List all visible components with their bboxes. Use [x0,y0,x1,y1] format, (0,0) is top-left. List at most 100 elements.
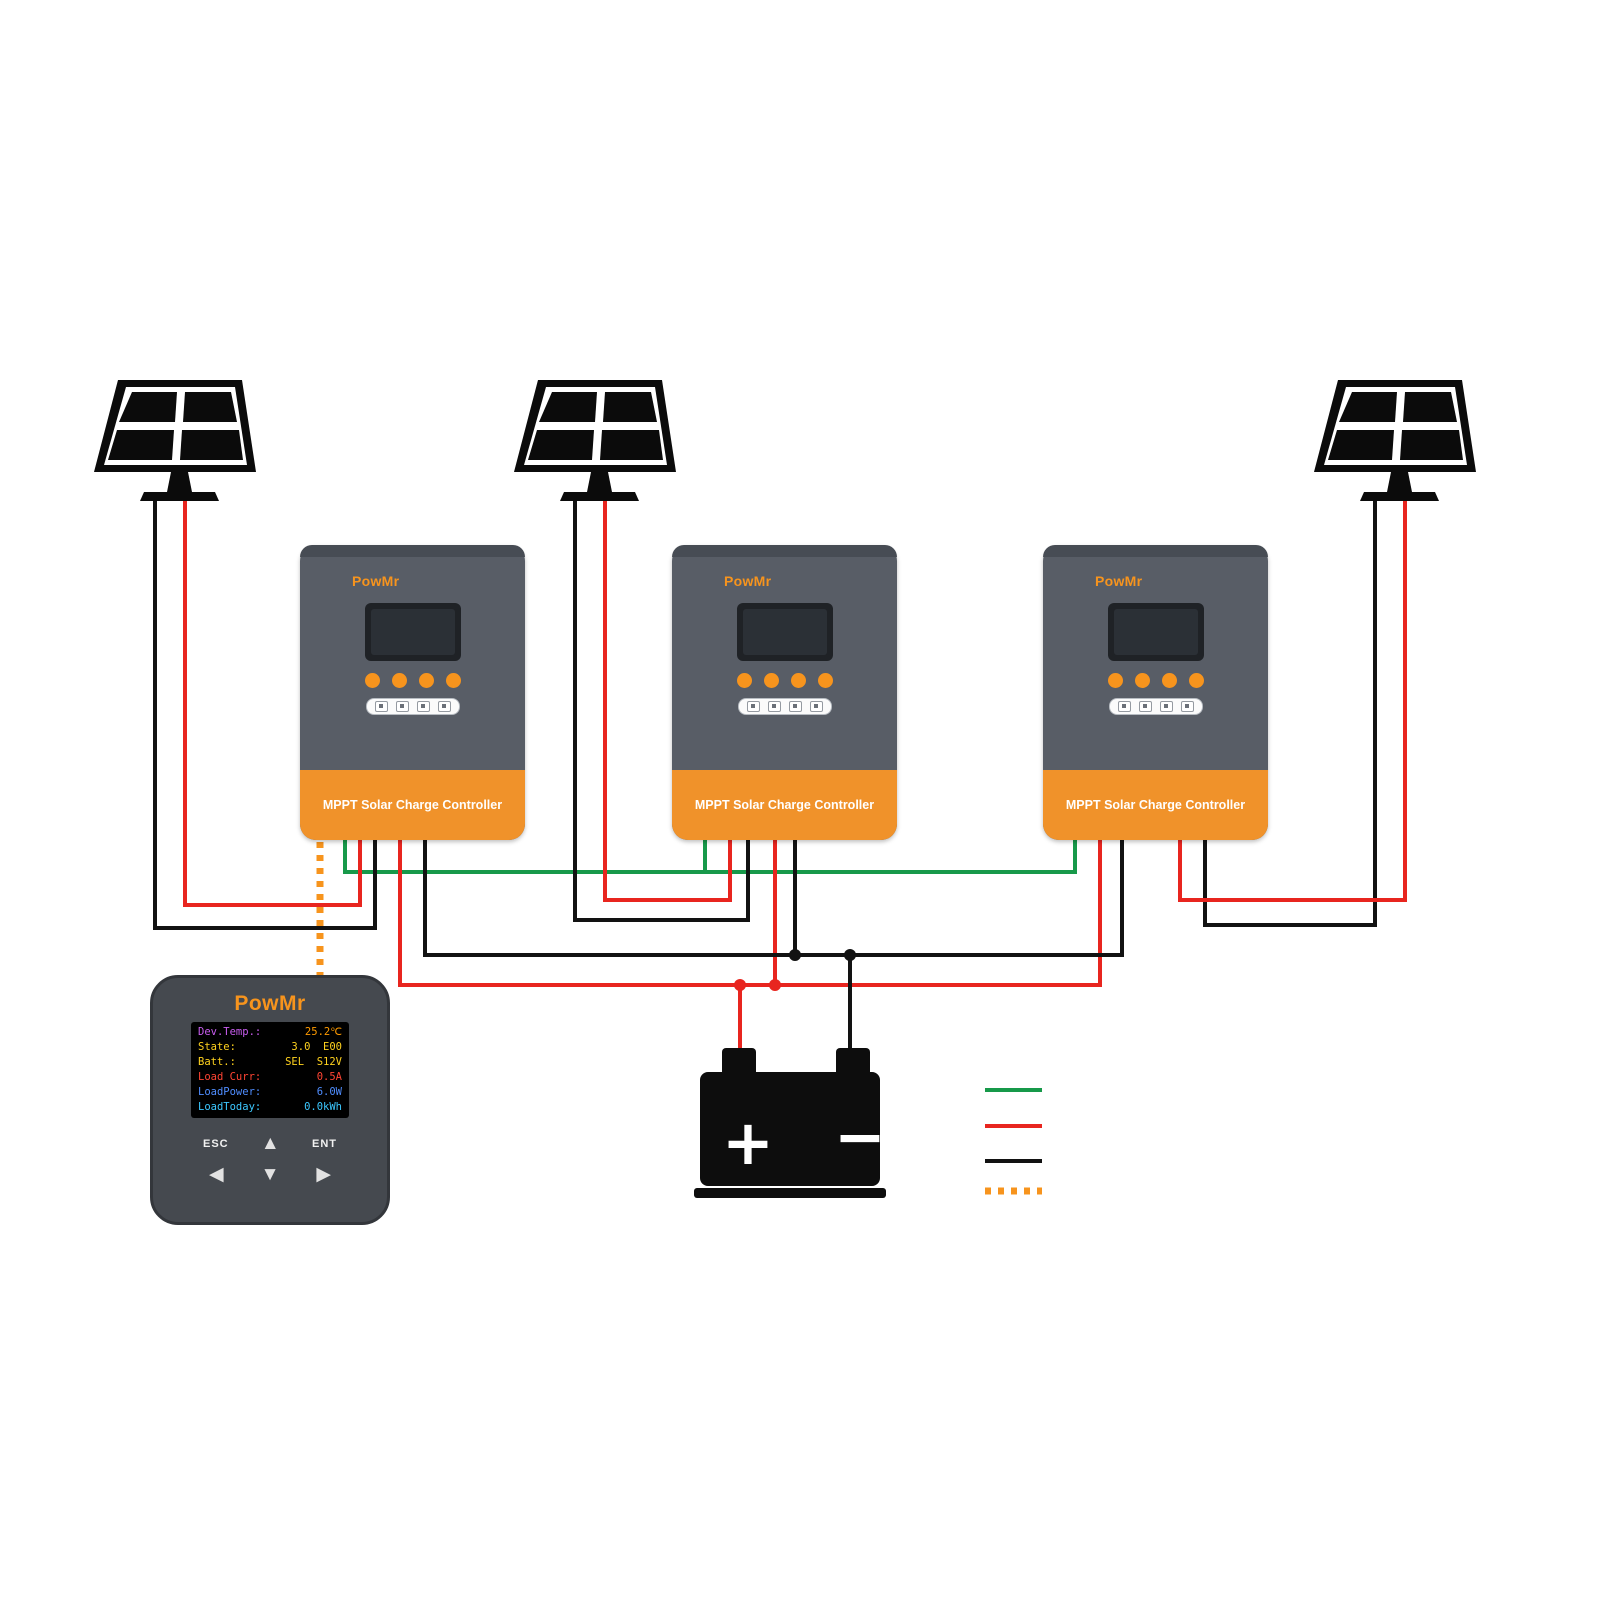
controller-label: MPPT Solar Charge Controller [322,798,503,812]
battery-negative-wire [423,838,1124,1056]
ent-button[interactable]: ENT [312,1137,337,1150]
controller-button[interactable] [817,673,833,688]
mount-plate [672,545,897,557]
screen-row: LoadToday: 0.0kWh [198,1102,342,1113]
powmr-logo: PowMr [234,992,306,1015]
battery-positive-wire [398,838,1102,1058]
solar-panel-2 [514,380,676,501]
powmr-logo: PowMr [352,573,400,589]
screen-row: Load Curr: 0.5A [198,1072,342,1083]
solar-panel-3 [1314,380,1476,501]
meter-button-row-2: ◀ ▼ ▶ [209,1165,331,1184]
pv-positive-wire [183,492,362,907]
controller-button[interactable] [364,673,380,688]
remote-meter: PowMr Dev.Temp.: 25.2℃ State: 3.0 E00 Ba… [150,975,390,1225]
plus-symbol: + [722,1106,774,1179]
battery-positive-terminal [722,1048,756,1076]
mount-plate [1043,545,1268,557]
screen-label: Dev.Temp.: [198,1026,262,1038]
pv-positive-wire [1178,492,1407,902]
battery-negative-terminal [836,1048,870,1076]
key-icon [437,701,451,712]
controller-button[interactable] [736,673,752,688]
battery: + − [694,1048,886,1198]
controller-button[interactable] [790,673,806,688]
screen-value: SEL S12V [285,1056,342,1069]
pv-positive-wire [603,492,732,902]
controller-buttons [736,673,833,688]
controller-label-band: MPPT Solar Charge Controller [300,770,525,840]
controller-display [736,603,833,661]
up-arrow-button[interactable]: ▲ [260,1133,280,1154]
button-label-strip [365,698,460,715]
key-icon [1138,701,1152,712]
key-icon [746,701,760,712]
screen-value: 0.5A [316,1071,342,1084]
screen-row: Dev.Temp.: 25.2℃ [198,1027,342,1038]
comm-wire-green [343,838,1077,874]
screen-label: LoadToday: [198,1101,262,1114]
powmr-logo: PowMr [1095,573,1143,589]
key-icon [374,701,388,712]
junction-dot [734,979,746,991]
controller-label-band: MPPT Solar Charge Controller [1043,770,1268,840]
down-arrow-button[interactable]: ▼ [260,1164,280,1185]
screen-value: 0.0kWh [304,1101,342,1114]
mount-plate [300,545,525,557]
powmr-logo: PowMr [724,573,772,589]
controller-display [364,603,461,661]
battery-base [694,1188,886,1198]
pv-wires-panel-3 [1178,492,1407,927]
pv-wires-panel-1 [153,492,377,930]
charge-controller-2: PowMr MPPT Solar Charge Controller [672,545,897,840]
junction-dot [789,949,801,961]
battery-body: + − [700,1072,886,1186]
screen-label: LoadPower: [198,1086,262,1099]
screen-row: State: 3.0 E00 [198,1042,342,1053]
wire-legend [985,1088,1042,1195]
key-icon [767,701,781,712]
esc-button[interactable]: ESC [203,1137,229,1150]
pv-wires-panel-2 [573,492,750,922]
key-icon [395,701,409,712]
screen-value: 6.0W [316,1086,342,1099]
pv-negative-wire [1203,492,1377,927]
screen-label: State: [198,1041,236,1054]
screen-value: 25.2℃ [304,1026,342,1038]
display-screen [742,609,827,655]
pv-negative-wire [153,492,377,930]
controller-button[interactable] [763,673,779,688]
controller-button[interactable] [418,673,434,688]
controller-button[interactable] [1134,673,1150,688]
right-arrow-button[interactable]: ▶ [316,1164,331,1185]
controller-button[interactable] [1188,673,1204,688]
controller-button[interactable] [1161,673,1177,688]
controller-button[interactable] [445,673,461,688]
meter-screen: Dev.Temp.: 25.2℃ State: 3.0 E00 Batt.: S… [191,1022,349,1118]
charge-controller-1: PowMr MPPT Solar Charge Controller [300,545,525,840]
controller-buttons [364,673,461,688]
key-icon [788,701,802,712]
controller-button[interactable] [391,673,407,688]
display-screen [370,609,455,655]
display-screen [1113,609,1198,655]
controller-buttons [1107,673,1204,688]
black-bus [423,838,1124,957]
left-arrow-button[interactable]: ◀ [209,1164,224,1185]
meter-button-row-1: ESC ▲ ENT [203,1134,337,1153]
key-icon [1117,701,1131,712]
screen-value: 3.0 E00 [291,1041,342,1054]
button-label-strip [737,698,832,715]
key-icon [1180,701,1194,712]
pv-negative-wire [573,492,750,922]
screen-row: LoadPower: 6.0W [198,1087,342,1098]
solar-panel-1 [94,380,256,501]
controller-label: MPPT Solar Charge Controller [1065,798,1246,812]
screen-label: Batt.: [198,1056,236,1069]
minus-symbol: − [834,1100,886,1173]
junction-dot [769,979,781,991]
controller-button[interactable] [1107,673,1123,688]
screen-row: Batt.: SEL S12V [198,1057,342,1068]
